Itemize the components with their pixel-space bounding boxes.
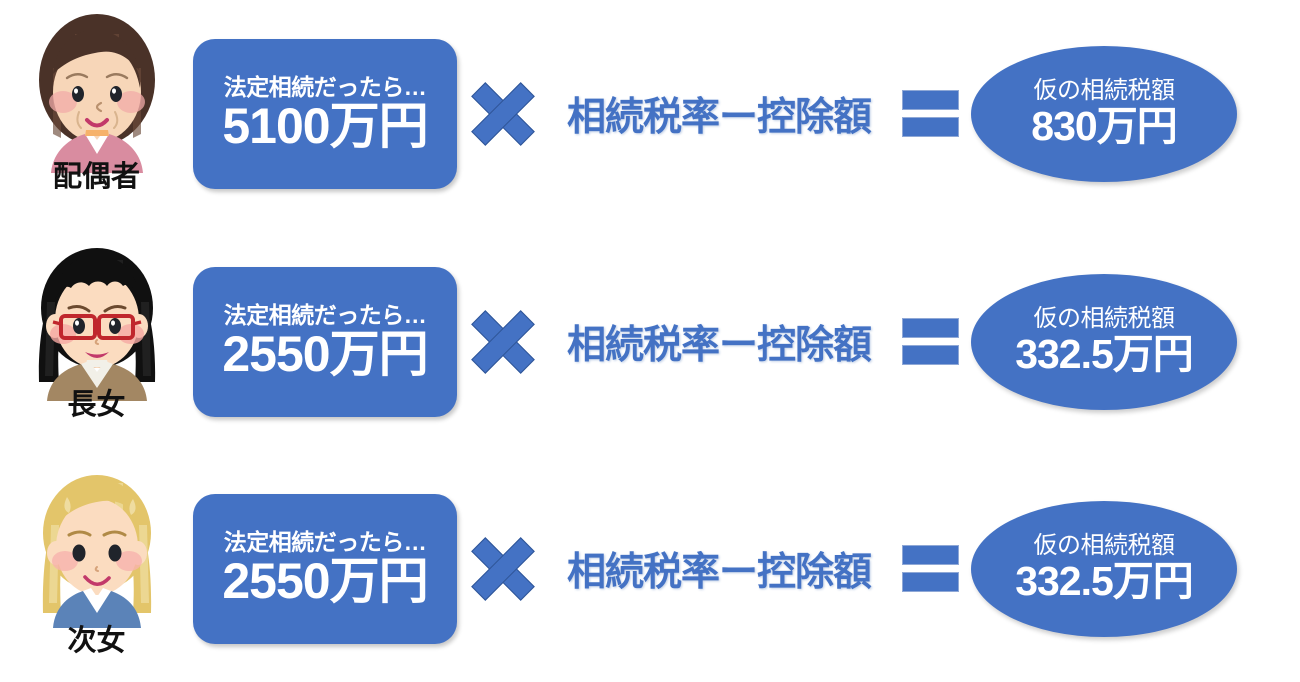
tax-formula-label: 相続税率ー控除額 [566,323,872,367]
provisional-tax-ellipse[interactable]: 仮の相続税額 830万円 [971,45,1237,182]
person-label: 次女 [67,625,126,657]
blonde-woman-avatar [23,463,171,628]
legal-share-box[interactable]: 法定相続だったら… 5100万円 [193,38,457,189]
legal-share-caption: 法定相続だったら… [223,301,427,328]
legal-share-box[interactable]: 法定相続だったら… 2550万円 [193,266,457,417]
legal-share-amount: 2550万円 [222,553,428,610]
provisional-tax-caption: 仮の相続税額 [1033,77,1176,105]
equals-sign-icon [901,545,959,592]
multiply-operator [457,228,549,455]
multiply-cross-icon [471,81,535,146]
table-row: 配偶者 法定相続だったら… 5100万円 相続税率ー控除額 仮の相続税額 830… [0,0,1300,227]
equals-operator [889,0,971,227]
legal-share-caption: 法定相続だったら… [223,73,427,100]
legal-share-amount: 5100万円 [222,98,428,155]
provisional-tax-caption: 仮の相続税額 [1033,532,1176,560]
person-cell-spouse: 配偶者 [0,0,193,227]
legal-share-amount: 2550万円 [222,326,428,383]
person-cell-second-daughter: 次女 [0,455,193,682]
table-row: 次女 法定相続だったら… 2550万円 相続税率ー控除額 仮の相続税額 332.… [0,455,1300,682]
equals-sign-icon [901,90,959,137]
provisional-tax-amount: 332.5万円 [1015,557,1194,604]
equals-sign-icon [901,318,959,365]
table-row: 長女 法定相続だったら… 2550万円 相続税率ー控除額 仮の相続税額 332.… [0,228,1300,455]
provisional-tax-ellipse[interactable]: 仮の相続税額 332.5万円 [971,273,1237,410]
equals-operator [889,455,971,682]
provisional-tax-amount: 332.5万円 [1015,330,1194,377]
equals-operator [889,228,971,455]
multiply-cross-icon [471,309,535,374]
provisional-tax-caption: 仮の相続税額 [1033,305,1176,333]
person-label: 配偶者 [52,161,140,193]
provisional-tax-amount: 830万円 [1031,102,1177,149]
legal-share-box[interactable]: 法定相続だったら… 2550万円 [193,493,457,644]
elderly-woman-avatar [23,8,171,173]
tax-formula-label: 相続税率ー控除額 [566,95,872,139]
person-label: 長女 [67,389,126,421]
provisional-tax-ellipse[interactable]: 仮の相続税額 332.5万円 [971,500,1237,637]
legal-share-caption: 法定相続だったら… [223,528,427,555]
multiply-cross-icon [471,536,535,601]
multiply-operator [457,0,549,227]
woman-with-glasses-avatar [23,236,171,401]
person-cell-eldest-daughter: 長女 [0,228,193,455]
multiply-operator [457,455,549,682]
tax-formula-label: 相続税率ー控除額 [566,550,872,594]
